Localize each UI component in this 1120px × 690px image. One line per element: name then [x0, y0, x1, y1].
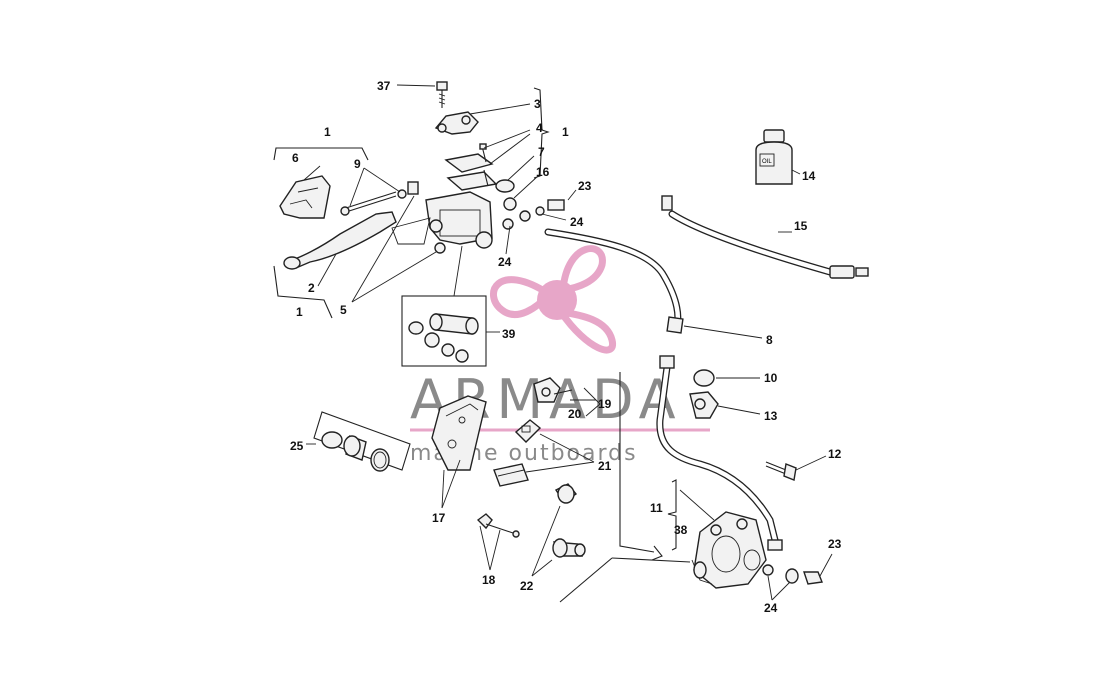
banjo-bolt-23-bottom	[762, 553, 833, 601]
callout-23-top: 23	[578, 179, 592, 193]
brake-caliper-38	[559, 372, 833, 603]
washer-16	[503, 197, 517, 211]
callout-39: 39	[502, 327, 516, 341]
brake-fluid-bottle-14: OIL	[755, 129, 801, 185]
callout-labels: 37 3 4 1 7 16 23 24 24 1 6 9 2 5 1 39 14…	[290, 79, 842, 615]
lever-guard-6	[279, 175, 331, 219]
callout-38: 38	[674, 523, 688, 537]
callout-10: 10	[764, 371, 778, 385]
slide-pins-22	[531, 483, 586, 577]
callout-37: 37	[377, 79, 391, 93]
piston-seal-kit-25	[306, 411, 411, 472]
callout-5: 5	[340, 303, 347, 317]
propeller-icon	[490, 245, 616, 354]
callout-23-bottom: 23	[828, 537, 842, 551]
callout-1-left: 1	[324, 125, 331, 139]
callout-6: 6	[292, 151, 299, 165]
repair-kit-39-box	[401, 295, 487, 367]
callout-15: 15	[794, 219, 808, 233]
callout-17: 17	[432, 511, 446, 525]
pin-18	[476, 513, 520, 571]
parts-10-13	[689, 369, 761, 419]
bolt-9	[340, 181, 419, 216]
bottle-label: OIL	[762, 159, 772, 165]
callout-18: 18	[482, 573, 496, 587]
callout-24-bottom: 24	[764, 601, 778, 615]
callout-22: 22	[520, 579, 534, 593]
callout-1-right: 1	[562, 125, 569, 139]
callout-16: 16	[536, 165, 550, 179]
parts-19-20-21	[493, 377, 601, 487]
callout-12: 12	[828, 447, 842, 461]
callout-21: 21	[598, 459, 612, 473]
callout-14: 14	[802, 169, 816, 183]
callout-4: 4	[536, 121, 543, 135]
callout-2: 2	[308, 281, 315, 295]
callout-24-top-left: 24	[498, 255, 512, 269]
bolt-37	[436, 81, 448, 108]
callout-19: 19	[598, 397, 612, 411]
brake-lever-2	[284, 211, 397, 269]
bolt-12	[765, 455, 827, 481]
callout-8: 8	[766, 333, 773, 347]
reservoir-cap	[444, 153, 494, 173]
plug-7	[495, 179, 515, 193]
callout-20: 20	[568, 407, 582, 421]
callout-13: 13	[764, 409, 778, 423]
sensor-cable-15	[661, 195, 869, 279]
pad-spring-17	[431, 395, 487, 509]
callout-11: 11	[650, 501, 663, 515]
callout-9: 9	[354, 157, 361, 171]
callout-1-bottom: 1	[296, 305, 303, 319]
brake-hose-8	[544, 228, 783, 551]
master-cylinder-group	[273, 81, 577, 367]
banjo-bolt-23-top	[502, 199, 565, 230]
callout-25: 25	[290, 439, 304, 453]
callout-24-top-right: 24	[570, 215, 584, 229]
callout-7: 7	[538, 145, 545, 159]
callout-3: 3	[534, 97, 541, 111]
